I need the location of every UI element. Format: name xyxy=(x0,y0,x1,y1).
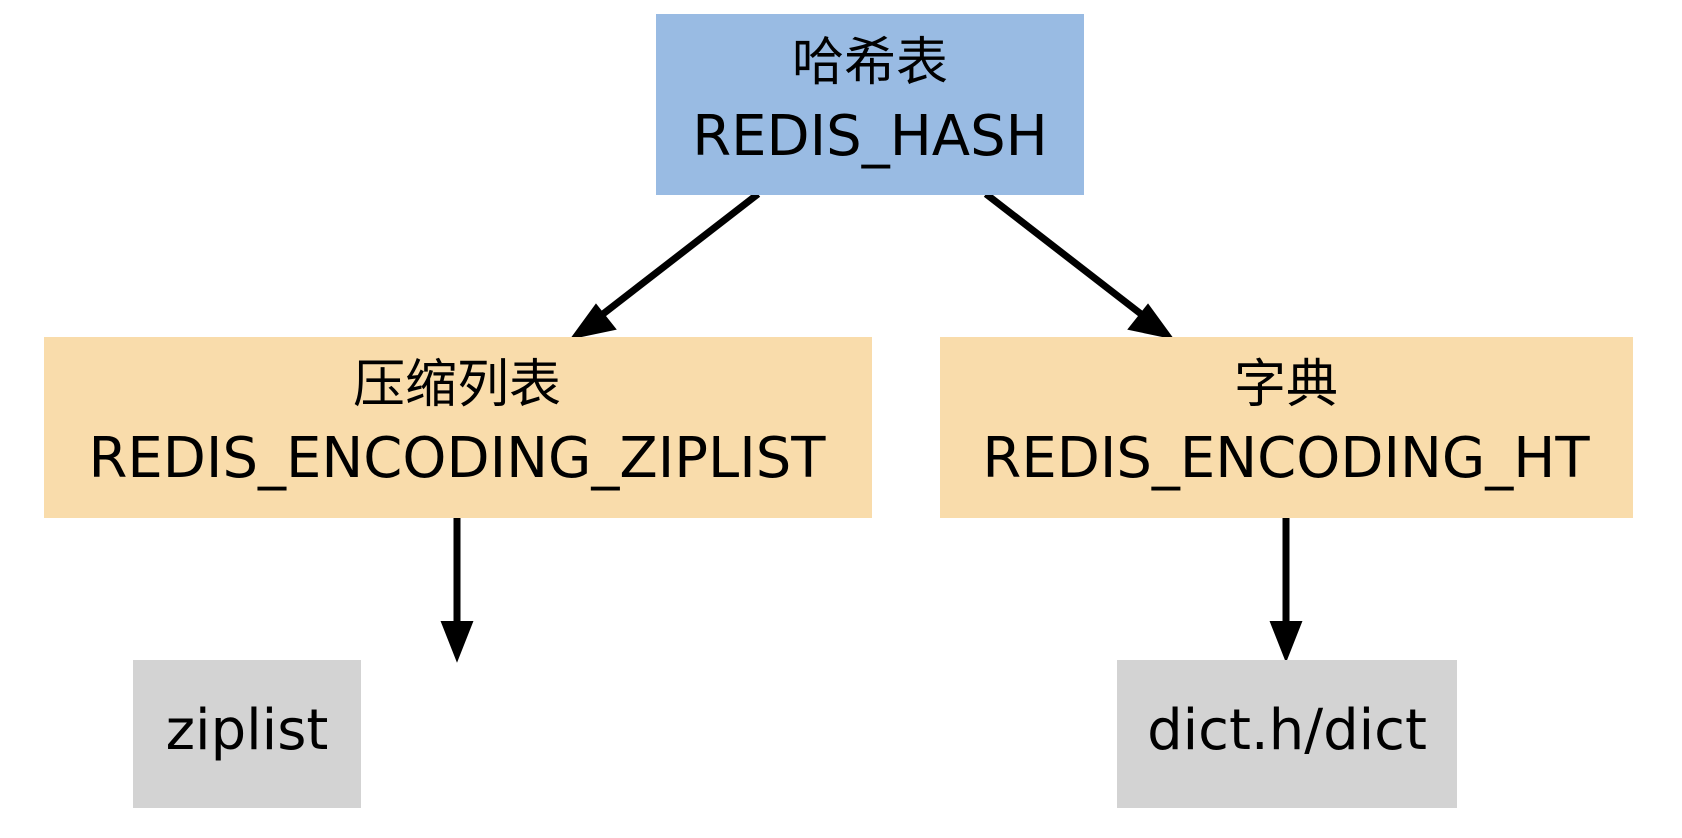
edge-hash-to-ht-encoding xyxy=(983,191,1175,340)
edges xyxy=(440,191,1303,663)
node-redis-hash: 哈希表 REDIS_HASH xyxy=(656,14,1084,195)
node-encoding-ziplist-subtitle: REDIS_ENCODING_ZIPLIST xyxy=(89,426,827,491)
edge-hash-to-ziplist-encoding xyxy=(569,191,761,340)
node-encoding-ht-box xyxy=(940,337,1633,518)
edge-ht-encoding-to-dict xyxy=(1269,518,1303,663)
node-redis-hash-subtitle: REDIS_HASH xyxy=(692,104,1048,169)
node-encoding-ht-subtitle: REDIS_ENCODING_HT xyxy=(982,426,1590,491)
node-dict-label: dict.h/dict xyxy=(1147,698,1427,763)
node-encoding-ziplist-title: 压缩列表 xyxy=(353,355,561,415)
node-dict: dict.h/dict xyxy=(1117,660,1457,808)
edge-ziplist-encoding-to-ziplist xyxy=(440,518,474,663)
node-dict-box xyxy=(1117,660,1457,808)
node-redis-hash-box xyxy=(656,14,1084,195)
node-ziplist-box xyxy=(133,660,361,808)
node-encoding-ht-title: 字典 xyxy=(1234,355,1338,415)
node-encoding-ziplist-box xyxy=(44,337,872,518)
node-redis-hash-title: 哈希表 xyxy=(792,33,948,93)
node-ziplist: ziplist xyxy=(133,660,361,808)
node-encoding-ht: 字典 REDIS_ENCODING_HT xyxy=(940,337,1633,518)
node-ziplist-label: ziplist xyxy=(166,698,329,763)
node-encoding-ziplist: 压缩列表 REDIS_ENCODING_ZIPLIST xyxy=(44,337,872,518)
